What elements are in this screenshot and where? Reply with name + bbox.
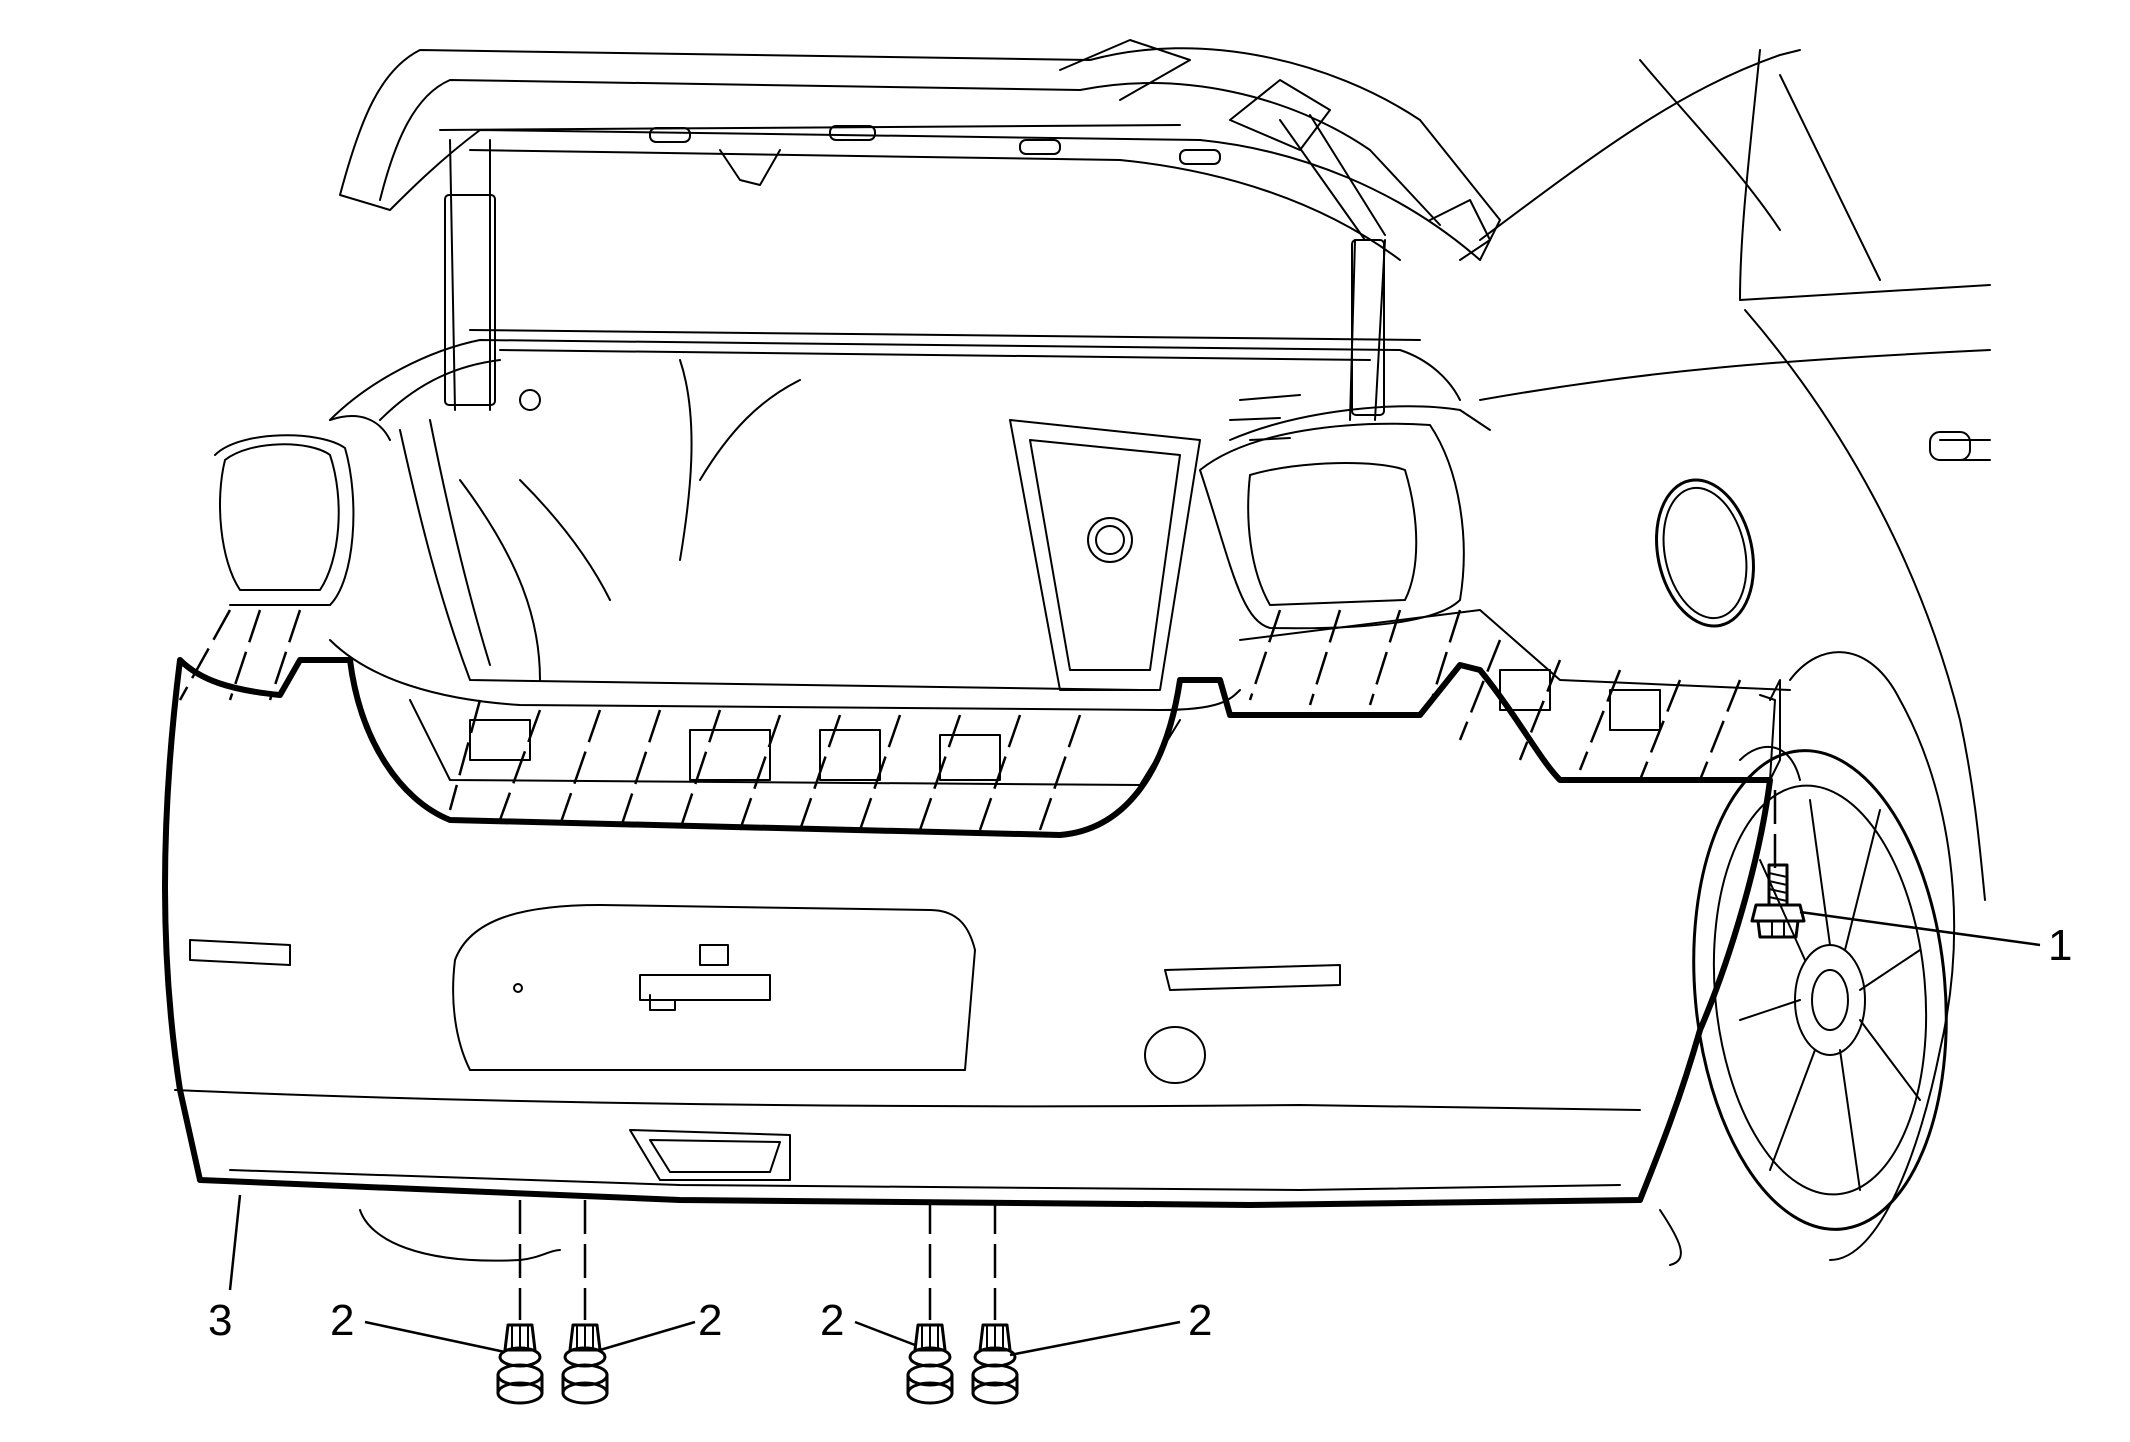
rear-wheel: [1692, 651, 1956, 1261]
push-pin-retainer-icon: [496, 1323, 1019, 1405]
rear-bumper-fascia: [162, 657, 1781, 1266]
tail-lamp-left: [214, 415, 391, 606]
lift-struts: [444, 114, 1386, 421]
callout-2: 2: [820, 1296, 844, 1345]
trunk-cavity: [329, 329, 1461, 711]
callout-2: 2: [330, 1296, 354, 1345]
trunk-lid: [339, 39, 1501, 261]
bolt-icon: [1750, 863, 1806, 939]
body-quarter-panel: [1479, 49, 1991, 901]
callout-2: 2: [1188, 1296, 1212, 1345]
callouts: 1 2 2 2 2 3: [208, 921, 2072, 1345]
tail-lamp-right: [1199, 405, 1491, 630]
bumper-mounting-flange: [178, 609, 1791, 831]
callout-2: 2: [698, 1296, 722, 1345]
fastener-guide-lines: [518, 790, 1777, 1320]
callout-3: 3: [208, 1296, 232, 1345]
leader-lines: [228, 910, 2041, 1357]
callout-1: 1: [2048, 921, 2072, 970]
